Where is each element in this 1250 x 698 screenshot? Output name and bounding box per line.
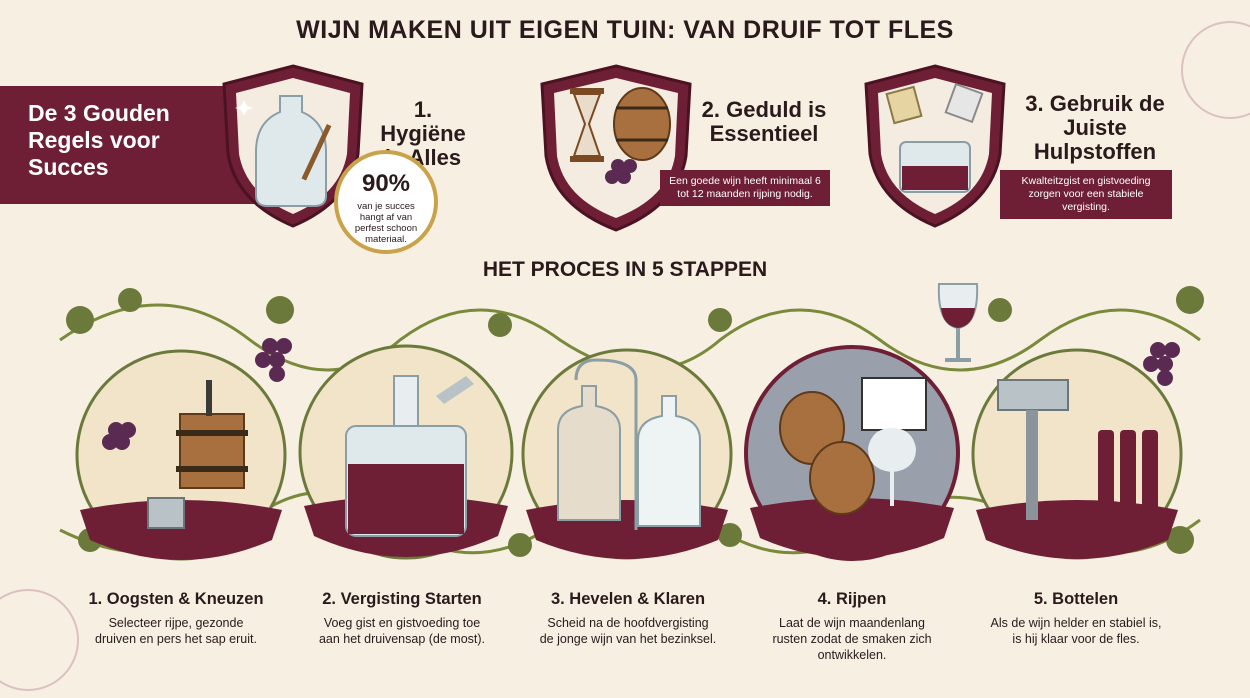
hygiene-badge: 90% van je succes hangt af van perfest s…: [334, 150, 438, 254]
rule-3-title-line: Juiste: [1063, 115, 1127, 140]
rule-3-title-line: Hulpstoffen: [1033, 139, 1157, 164]
hygiene-shield-icon: [222, 64, 364, 228]
step-description: druiven en pers het sap eruit.: [95, 632, 257, 646]
aging-cellar-icon: [744, 345, 960, 561]
additives-ribbon: Kwalteitzgist en gistvoeding zorgen voor…: [1000, 170, 1172, 219]
step-1: 1. Oogsten & Kneuzen Selecteer rijpe, ge…: [56, 590, 296, 647]
patience-ribbon: Een goede wijn heeft minimaal 6 tot 12 m…: [660, 170, 830, 206]
step-description: ontwikkelen.: [817, 648, 887, 662]
rule-1-title: 1. Hygiëne is Alles: [368, 98, 478, 170]
rule-1-title-line: 1. Hygiëne: [380, 97, 466, 146]
badge-text: van je succes hangt af van perfest schoo…: [354, 201, 418, 245]
step-description: aan het druivensap (de most).: [318, 632, 486, 646]
wine-stain-top-right-icon: [1181, 21, 1250, 119]
wine-glass-icon: [937, 283, 979, 362]
rule-3-title-line: 3. Gebruik de: [1025, 91, 1165, 116]
fermentation-icon: [298, 344, 514, 560]
step-3: 3. Hevelen & Klaren Scheid na de hoofdve…: [508, 590, 748, 647]
patience-shield-icon: [540, 64, 692, 232]
step-title: 5. Bottelen: [1033, 590, 1119, 608]
badge-percentage: 90%: [361, 170, 411, 197]
racking-clarifying-icon: [521, 348, 733, 560]
rule-2-title-line: Essentieel: [709, 121, 819, 146]
step-description: de jonge wijn van het bezinksel.: [539, 632, 717, 646]
banner-line: De 3 Gouden: [28, 100, 170, 126]
step-2: 2. Vergisting Starten Voeg gist en gistv…: [282, 590, 522, 647]
bottling-icon: [971, 348, 1183, 560]
step-description: rusten zodat de smaken zich: [772, 632, 932, 646]
step-description: Scheid na de hoofdvergisting: [547, 616, 709, 630]
step-5: 5. Bottelen Als de wijn helder en stabie…: [956, 590, 1196, 647]
step-description: Voeg gist en gistvoeding toe: [323, 616, 481, 630]
step-title: 3. Hevelen & Klaren: [550, 590, 706, 608]
step-description: is hij klaar voor de fles.: [1012, 632, 1140, 646]
step-title: 4. Rijpen: [817, 590, 887, 608]
harvest-crush-icon: [75, 349, 287, 561]
step-title: 2. Vergisting Starten: [322, 590, 482, 608]
process-section-title: HET PROCES IN 5 STAPPEN: [482, 258, 768, 281]
rule-2-title-line: 2. Geduld is: [701, 97, 827, 122]
page-title: WIJN MAKEN UIT EIGEN TUIN: VAN DRUIF TOT…: [296, 16, 954, 44]
additives-shield-icon: [864, 64, 1006, 228]
golden-rules-heading: De 3 Gouden Regels voor Succes: [28, 100, 228, 181]
rule-2-title: 2. Geduld is Essentieel: [700, 98, 828, 146]
golden-rules-banner: [0, 86, 260, 204]
step-4: 4. Rijpen Laat de wijn maandenlang ruste…: [732, 590, 972, 663]
step-description: Selecteer rijpe, gezonde: [108, 616, 244, 630]
banner-line: Succes: [28, 154, 109, 180]
step-title: 1. Oogsten & Kneuzen: [88, 590, 264, 608]
step-description: Laat de wijn maandenlang: [779, 616, 925, 630]
banner-line: Regels voor: [28, 127, 160, 153]
rule-3-title: 3. Gebruik de Juiste Hulpstoffen: [1010, 92, 1180, 164]
wine-stain-bottom-left-icon: [0, 589, 79, 691]
step-description: Als de wijn helder en stabiel is,: [990, 616, 1162, 630]
